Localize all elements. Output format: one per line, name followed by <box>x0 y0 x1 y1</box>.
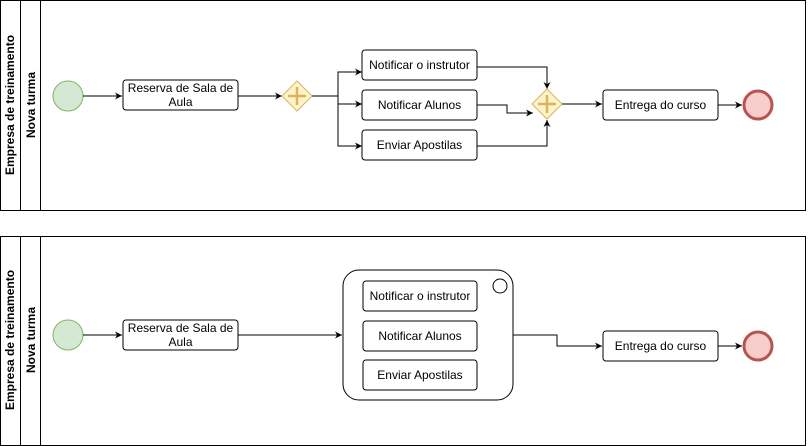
sequence-flow <box>477 66 551 89</box>
parallel-gateway-split[interactable] <box>281 80 313 112</box>
task-label: Entrega do curso <box>615 98 707 112</box>
lane-label: Nova turma <box>24 307 38 373</box>
start-event[interactable] <box>52 319 84 351</box>
task-reserva-sala[interactable] <box>122 79 239 111</box>
sequence-flow <box>337 68 362 96</box>
task-label: Notificar o instrutor <box>369 58 470 72</box>
task-label: Aula <box>168 95 192 109</box>
task-label: Reserva de Sala de <box>128 81 234 95</box>
pool-label: Empresa de treinamento <box>3 35 17 175</box>
task-label: Entrega do curso <box>615 339 707 353</box>
end-event[interactable] <box>742 89 774 121</box>
sequence-flow <box>513 334 602 350</box>
task-enviar-apostilas[interactable] <box>362 359 478 391</box>
lane-label: Nova turma <box>24 72 38 138</box>
task-label: Notificar Alunos <box>378 329 461 343</box>
parallel-gateway-join[interactable] <box>531 88 563 120</box>
task-notificar-alunos[interactable] <box>362 320 478 352</box>
task-label: Notificar Alunos <box>378 98 461 112</box>
task-label: Aula <box>168 335 192 349</box>
diagram-ad-hoc-subprocess: Empresa de treinamento Nova turma Reserv… <box>0 236 806 446</box>
subprocess-marker-icon <box>492 278 508 294</box>
sequence-flow <box>337 96 362 150</box>
task-enviar-apostilas[interactable] <box>361 129 478 161</box>
task-label: Enviar Apostilas <box>377 368 462 382</box>
diagram-parallel-gateway: Empresa de treinamento Nova turma Reserv… <box>0 0 806 211</box>
end-event[interactable] <box>742 330 774 362</box>
sequence-flow <box>477 120 551 147</box>
task-notificar-instrutor[interactable] <box>362 280 478 312</box>
sequence-flow <box>477 104 533 117</box>
task-label: Reserva de Sala de <box>128 321 234 335</box>
task-notificar-instrutor[interactable] <box>361 49 478 81</box>
task-label: Notificar o instrutor <box>370 289 471 303</box>
task-label: Enviar Apostilas <box>377 138 462 152</box>
start-event[interactable] <box>52 80 84 112</box>
pool-label: Empresa de treinamento <box>3 270 17 410</box>
